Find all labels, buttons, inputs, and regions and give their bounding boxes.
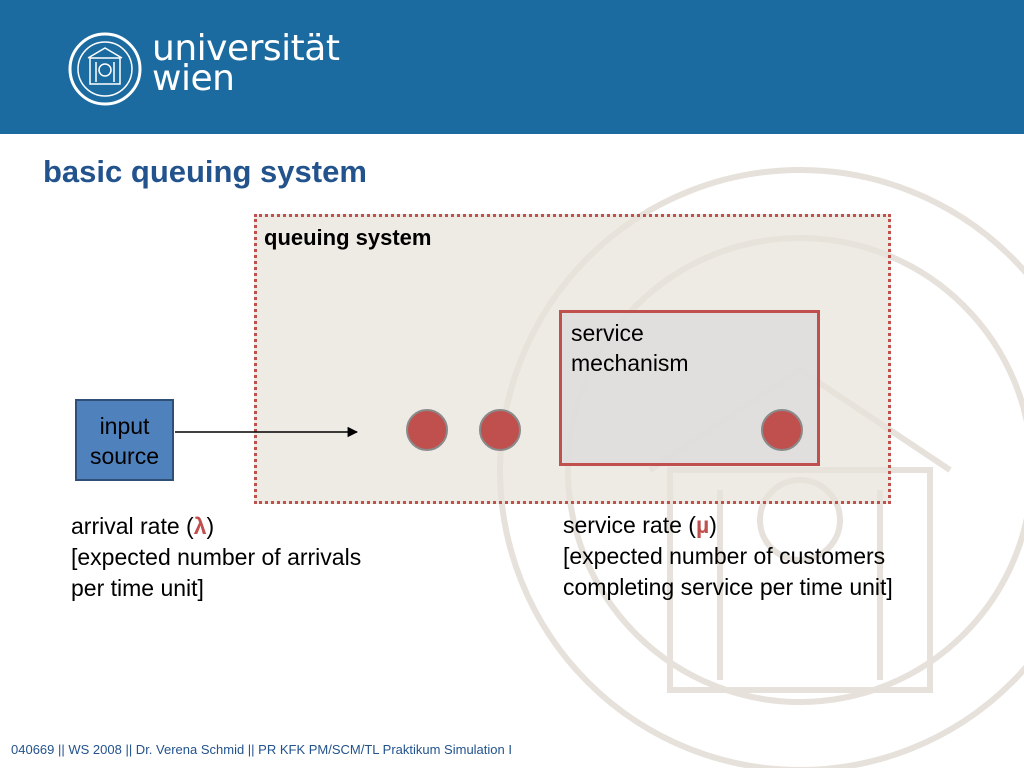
arrival-rate-prefix: arrival rate ( (71, 513, 194, 539)
arrival-rate-suffix: ) (206, 513, 215, 539)
brand-line-1: universität (152, 28, 340, 69)
service-rate-prefix: service rate ( (563, 512, 696, 538)
university-seal-icon (68, 32, 142, 106)
arrival-rate-line-1: arrival rate (λ) (71, 511, 361, 542)
service-rate-line-1: service rate (µ) (563, 510, 893, 541)
service-rate-line-3: completing service per time unit] (563, 574, 893, 600)
queue-customer-1 (406, 409, 448, 451)
university-wordmark: universität wien (152, 28, 340, 99)
service-rate-line-2: [expected number of customers (563, 543, 886, 569)
customer-in-service (761, 409, 803, 451)
lambda-symbol: λ (193, 513, 207, 539)
input-source-line-1: input (99, 413, 150, 439)
service-rate-suffix: ) (709, 512, 717, 538)
service-mechanism-label: service mechanism (571, 318, 689, 378)
input-source-line-2: source (89, 443, 160, 469)
mu-symbol: µ (695, 512, 710, 538)
slide-title: basic queuing system (43, 154, 367, 189)
arrival-rate-text: arrival rate (λ) [expected number of arr… (71, 511, 361, 604)
input-source-box: input source (75, 399, 174, 481)
service-rate-text: service rate (µ) [expected number of cus… (563, 510, 893, 603)
header-bar: universität wien (0, 0, 1024, 134)
service-mechanism-line-2: mechanism (571, 350, 689, 376)
queuing-system-label: queuing system (264, 225, 432, 250)
arrival-rate-line-3: per time unit] (71, 575, 204, 601)
service-mechanism-line-1: service (571, 320, 644, 346)
footer-text: 040669 || WS 2008 || Dr. Verena Schmid |… (11, 742, 512, 757)
arrival-rate-line-2: [expected number of arrivals (71, 544, 362, 570)
queue-customer-2 (479, 409, 521, 451)
brand-line-2: wien (152, 58, 235, 99)
